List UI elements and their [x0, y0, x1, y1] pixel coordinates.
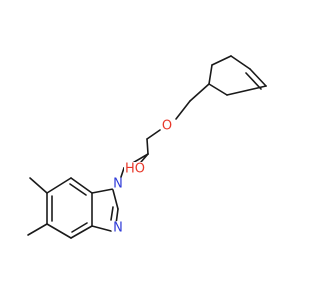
ether-oxygen-label: O — [162, 119, 172, 134]
benzimidazole-n1-atom: N — [111, 177, 125, 192]
linker-chain — [119, 83, 210, 181]
atom-labels: O HO N N — [111, 119, 174, 236]
n1-label: N — [113, 177, 123, 192]
benzimidazole-core — [27, 177, 119, 239]
n3-label: N — [113, 221, 123, 236]
hydroxyl-label: HO — [125, 162, 145, 177]
bond-lines — [27, 55, 267, 239]
hydroxyl-atom: HO — [124, 162, 146, 177]
benzimidazole-n3-atom: N — [111, 221, 125, 236]
ether-oxygen-atom: O — [160, 119, 174, 134]
cyclohexene-ring — [208, 55, 267, 96]
molecule-structure: O HO N N — [27, 55, 267, 239]
